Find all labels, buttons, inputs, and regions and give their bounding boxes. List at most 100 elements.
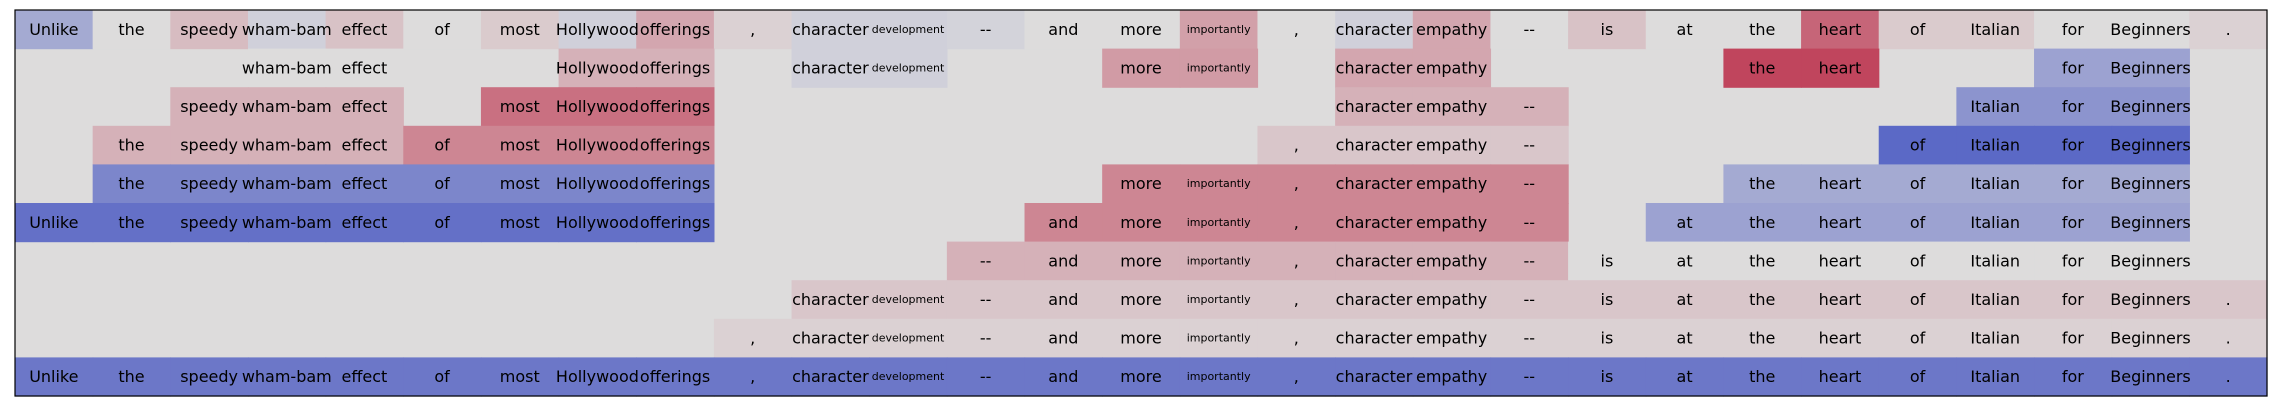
heatmap-cell-r5-c0 [15, 203, 94, 243]
heatmap-cell-r0-c25 [1956, 10, 2035, 50]
heatmap-cell-r7-c26 [2034, 280, 2113, 320]
heatmap-cell-r6-c18 [1412, 241, 1492, 281]
token-label-r8-c19: -- [1524, 329, 1536, 348]
token-label-r5-c4: effect [342, 213, 388, 232]
token-label-r9-c6: most [500, 367, 540, 386]
heatmap-cell-r3-c17 [1335, 125, 1414, 165]
heatmap-cell-r8-c9 [713, 318, 793, 358]
token-label-r0-c25: Italian [1970, 20, 2020, 39]
heatmap-cell-r6-c27 [2111, 241, 2190, 281]
token-label-r3-c17: character [1336, 136, 1413, 155]
token-label-r6-c23: heart [1819, 251, 1862, 270]
token-label-r2-c27: Beginners [2110, 97, 2190, 116]
token-label-r1-c17: character [1336, 58, 1413, 77]
heatmap-cell-r7-c21 [1645, 280, 1725, 320]
heatmap-cell-r7-c17 [1335, 280, 1414, 320]
heatmap-cell-r3-c25 [1956, 125, 2035, 165]
heatmap-cell-r2-c8 [636, 87, 715, 127]
heatmap-cell-r9-c8 [636, 357, 715, 397]
token-label-r0-c28: . [2226, 20, 2231, 39]
token-label-r5-c1: the [118, 213, 144, 232]
heatmap-cell-r9-c2 [170, 357, 249, 397]
heatmap-cell-r6-c19 [1490, 241, 1569, 281]
heatmap-cell-r7-c15 [1179, 280, 1259, 320]
token-label-r5-c7: Hollywood [556, 213, 639, 232]
heatmap-cell-r8-c24 [1878, 318, 1957, 358]
token-label-r2-c18: empathy [1416, 97, 1487, 116]
token-label-r1-c11: development [872, 61, 945, 74]
token-label-r1-c8: offerings [640, 58, 710, 77]
token-label-r7-c21: at [1677, 290, 1693, 309]
token-label-r6-c26: for [2062, 251, 2084, 270]
heatmap-cells [15, 10, 2268, 397]
token-label-r8-c25: Italian [1970, 329, 2020, 348]
heatmap-cell-r0-c6 [480, 10, 560, 50]
heatmap-cell-r3-c1 [92, 125, 171, 165]
token-label-r7-c12: -- [980, 290, 992, 309]
heatmap-cell-r2-c27 [2111, 87, 2190, 127]
token-label-r0-c22: the [1749, 20, 1775, 39]
token-label-r0-c23: heart [1819, 20, 1862, 39]
heatmap-cell-r4-c6 [480, 164, 560, 204]
heatmap-cell-r5-c27 [2111, 203, 2190, 243]
heatmap-cell-r5-c3 [247, 203, 327, 243]
heatmap-cell-r1-c7 [558, 48, 637, 88]
heatmap-cell-r5-c25 [1956, 203, 2035, 243]
token-label-r0-c15: importantly [1187, 23, 1251, 36]
token-label-r7-c24: of [1910, 290, 1926, 309]
heatmap-cell-r8-c12 [946, 318, 1026, 358]
heatmap-cell-r8-c19 [1490, 318, 1569, 358]
heatmap-cell-r4-c26 [2034, 164, 2113, 204]
heatmap-cell-r7-c16 [1257, 280, 1336, 320]
token-label-r8-c9: , [750, 329, 755, 348]
token-label-r6-c21: at [1677, 251, 1693, 270]
heatmap-cell-r6-c25 [1956, 241, 2035, 281]
heatmap-cell-r4-c8 [636, 164, 715, 204]
heatmap-cell-r2-c17 [1335, 87, 1414, 127]
token-label-r7-c13: and [1048, 290, 1078, 309]
heatmap-cell-r6-c12 [946, 241, 1026, 281]
token-label-r5-c17: character [1336, 213, 1413, 232]
token-label-r9-c1: the [118, 367, 144, 386]
token-label-r3-c7: Hollywood [556, 136, 639, 155]
token-label-r7-c14: more [1120, 290, 1161, 309]
heatmap-cell-r0-c11 [869, 10, 948, 50]
heatmap-cell-r0-c13 [1024, 10, 1103, 50]
token-label-r8-c22: the [1749, 329, 1775, 348]
token-label-r0-c4: effect [342, 20, 388, 39]
token-label-r4-c23: heart [1819, 174, 1862, 193]
heatmap-cell-r6-c24 [1878, 241, 1957, 281]
token-label-r5-c15: importantly [1187, 216, 1251, 229]
token-label-r5-c19: -- [1524, 213, 1536, 232]
token-label-r0-c24: of [1910, 20, 1926, 39]
token-label-r2-c26: for [2062, 97, 2084, 116]
token-label-r0-c11: development [872, 23, 945, 36]
heatmap-cell-r8-c26 [2034, 318, 2113, 358]
heatmap-cell-r9-c21 [1645, 357, 1725, 397]
heatmap-cell-r5-c19 [1490, 203, 1569, 243]
heatmap-cell-r0-c10 [791, 10, 870, 50]
token-label-r3-c26: for [2062, 136, 2084, 155]
token-label-r1-c26: for [2062, 58, 2084, 77]
heatmap-cell-r4-c15 [1179, 164, 1259, 204]
heatmap-cell-r8-c25 [1956, 318, 2035, 358]
token-label-r4-c15: importantly [1187, 177, 1251, 190]
heatmap-cell-r0-c14 [1102, 10, 1181, 50]
heatmap-cell-r8-c13 [1024, 318, 1103, 358]
heatmap-cell-r9-c3 [247, 357, 327, 397]
heatmap-cell-r6-c16 [1257, 241, 1336, 281]
heatmap-cell-r9-c1 [92, 357, 171, 397]
token-label-r0-c0: Unlike [29, 20, 78, 39]
heatmap-cell-r0-c28 [2189, 10, 2268, 50]
heatmap-cell-r7-c24 [1878, 280, 1957, 320]
heatmap-cell-r0-c12 [946, 10, 1026, 50]
token-label-r5-c5: of [434, 213, 450, 232]
heatmap-cell-r0-c5 [403, 10, 482, 50]
heatmap-cell-r5-c18 [1412, 203, 1492, 243]
token-label-r7-c17: character [1336, 290, 1413, 309]
token-label-r8-c17: character [1336, 329, 1413, 348]
heatmap-cell-r4-c1 [92, 164, 171, 204]
heatmap-cell-r5-c23 [1801, 203, 1880, 243]
token-label-r9-c27: Beginners [2110, 367, 2190, 386]
